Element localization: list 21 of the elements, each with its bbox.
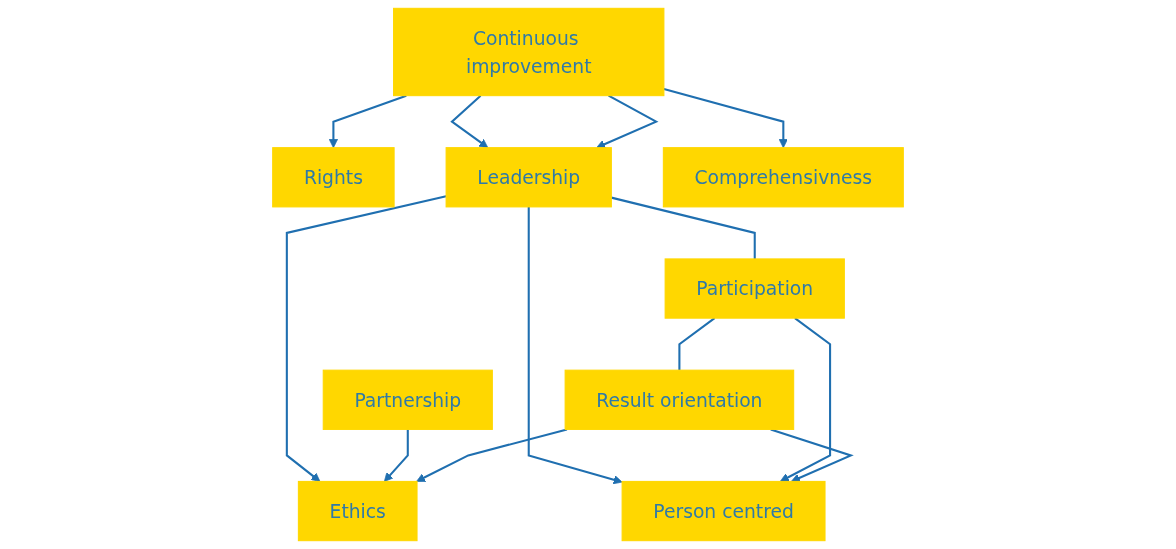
node-box: Result orientation [564,369,795,430]
arrow [770,428,854,483]
node-box: Partnership [322,369,493,430]
node-box: Rights [272,147,395,208]
arrow [779,317,832,482]
arrow [596,94,659,149]
arrow [416,428,568,482]
node-box: Leadership [445,147,612,208]
arrow [285,195,447,482]
arrow [450,94,489,149]
arrow [328,94,407,149]
node-box: Continuous improvement [393,7,665,97]
node-box: Participation [664,258,845,319]
node-box: Person centred [621,480,826,542]
arrow [663,87,788,149]
node-box: Ethics [297,480,418,542]
connector [678,317,716,371]
node-box: Comprehensivness [662,147,904,208]
arrow [383,429,409,482]
connector [611,196,756,259]
arrow [527,206,623,485]
